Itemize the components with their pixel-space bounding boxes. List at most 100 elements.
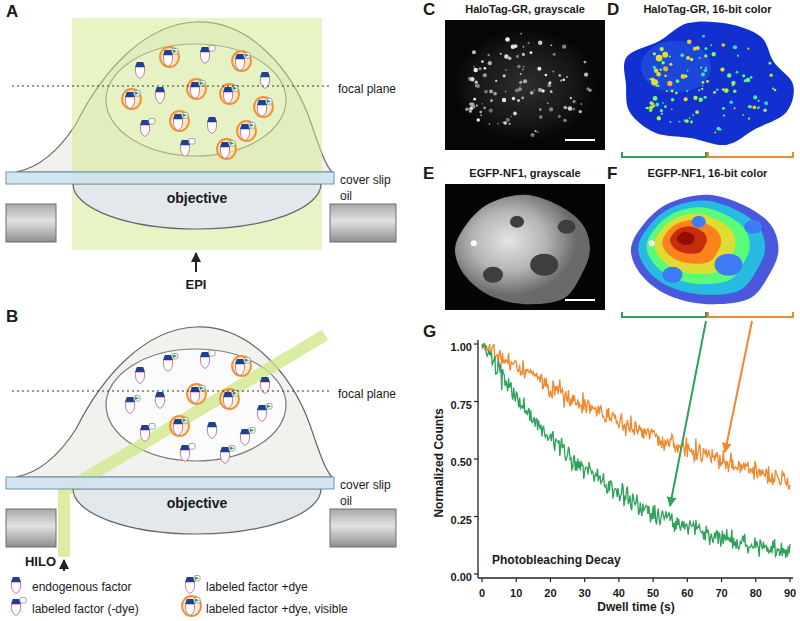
factor-icon — [217, 139, 236, 159]
factor-icon — [207, 122, 216, 134]
microscopy-image — [558, 74, 561, 77]
factor-icon — [260, 382, 269, 394]
factor-icon — [20, 598, 26, 604]
plot-axis — [478, 577, 793, 578]
factor-icon — [220, 147, 229, 159]
microscopy-image — [483, 73, 487, 77]
microscopy-image — [733, 45, 737, 49]
factor-icon — [155, 92, 164, 104]
microscopy-image — [670, 226, 707, 253]
factor-icon — [182, 596, 201, 616]
microscopy-image — [716, 89, 718, 91]
factor-icon — [207, 422, 217, 439]
microscopy-image — [758, 106, 760, 108]
microscopy-image — [772, 88, 774, 90]
factor-icon — [155, 87, 165, 92]
cell-outline — [16, 327, 332, 477]
factor-icon — [207, 117, 217, 122]
microscopy-image — [550, 90, 553, 93]
factor-icon — [199, 81, 205, 87]
factor-icon — [125, 397, 135, 402]
factor-icon — [194, 576, 200, 582]
microscopy-image — [753, 95, 757, 99]
microscopy-image — [671, 108, 673, 110]
microscopy-image — [510, 216, 524, 228]
factor-icon — [140, 120, 150, 125]
factor-icon — [182, 418, 188, 424]
microscopy-image — [490, 99, 493, 102]
factor-icon — [183, 114, 187, 118]
microscopy-image — [473, 68, 477, 72]
microscopy-image — [523, 66, 525, 68]
image-title: EGFP-NF1, grayscale — [469, 167, 580, 180]
factor-icon — [187, 384, 206, 404]
epi-scheme — [6, 18, 396, 272]
factor-icon — [199, 386, 205, 392]
scale-bar — [755, 299, 785, 301]
microscopy-image — [530, 51, 533, 54]
microscopy-image — [770, 74, 773, 77]
microscopy-image — [445, 184, 605, 310]
factor-icon — [135, 62, 145, 67]
microscopy-image — [479, 67, 482, 70]
microscopy-image — [769, 62, 772, 65]
microscopy-image — [620, 184, 795, 310]
microscopy-image — [506, 118, 510, 122]
microscopy-image — [500, 53, 502, 55]
factor-icon — [182, 113, 188, 119]
microscopy-image — [666, 90, 668, 92]
microscopy-image — [660, 47, 664, 51]
microscopy-image — [750, 76, 753, 79]
microscopy-image — [744, 220, 762, 234]
factor-icon — [266, 99, 272, 105]
microscopy-image — [562, 78, 565, 81]
microscopy-image — [702, 81, 705, 84]
factor-icon — [235, 364, 244, 376]
microscopy-image — [489, 108, 493, 112]
factor-icon — [135, 92, 139, 96]
microscopy-image — [693, 96, 697, 100]
microscopy-image — [664, 105, 667, 108]
microscopy-image — [530, 91, 534, 95]
factor-icon — [235, 359, 245, 364]
factor-icon — [189, 444, 195, 450]
factor-icon — [185, 582, 194, 594]
factor-icon — [267, 100, 271, 104]
factor-icon — [220, 142, 230, 147]
microscopy-image — [511, 45, 515, 49]
microscopy-image — [722, 43, 726, 47]
factor-icon — [155, 392, 165, 409]
microscopy-image — [534, 89, 536, 91]
panel-letter: G — [423, 322, 436, 342]
microscopy-image — [663, 267, 683, 283]
microscopy-image — [657, 116, 661, 120]
factor-icon — [11, 582, 20, 594]
factor-icon — [229, 141, 235, 147]
microscopy-image — [522, 69, 524, 71]
microscopy-image — [503, 74, 506, 77]
factor-icon — [200, 47, 210, 52]
factor-icon — [173, 355, 177, 359]
factor-icon — [180, 139, 195, 157]
microscopy-image — [487, 54, 490, 57]
factor-icon — [240, 434, 249, 446]
axis-title: Dwell time (s) — [597, 601, 674, 615]
tick-label: 0.75 — [451, 399, 472, 412]
legend-text: labeled factor +dye, visible — [206, 603, 348, 617]
factor-icon — [125, 402, 134, 414]
bracket — [622, 312, 706, 317]
factor-icon — [220, 452, 229, 464]
image-title: HaloTag-GR, 16-bit color — [643, 3, 771, 16]
plot-axis — [474, 340, 793, 582]
microscopy-image — [671, 98, 674, 101]
factor-icon — [135, 367, 145, 372]
microscopy-image — [620, 184, 795, 310]
microscopy-image — [774, 89, 776, 91]
factor-icon — [170, 416, 189, 436]
microscopy-image — [686, 56, 690, 60]
factor-icon — [180, 140, 190, 145]
microscopy-image — [648, 107, 651, 110]
factor-icon — [240, 124, 250, 129]
microscopy-image — [693, 47, 697, 51]
